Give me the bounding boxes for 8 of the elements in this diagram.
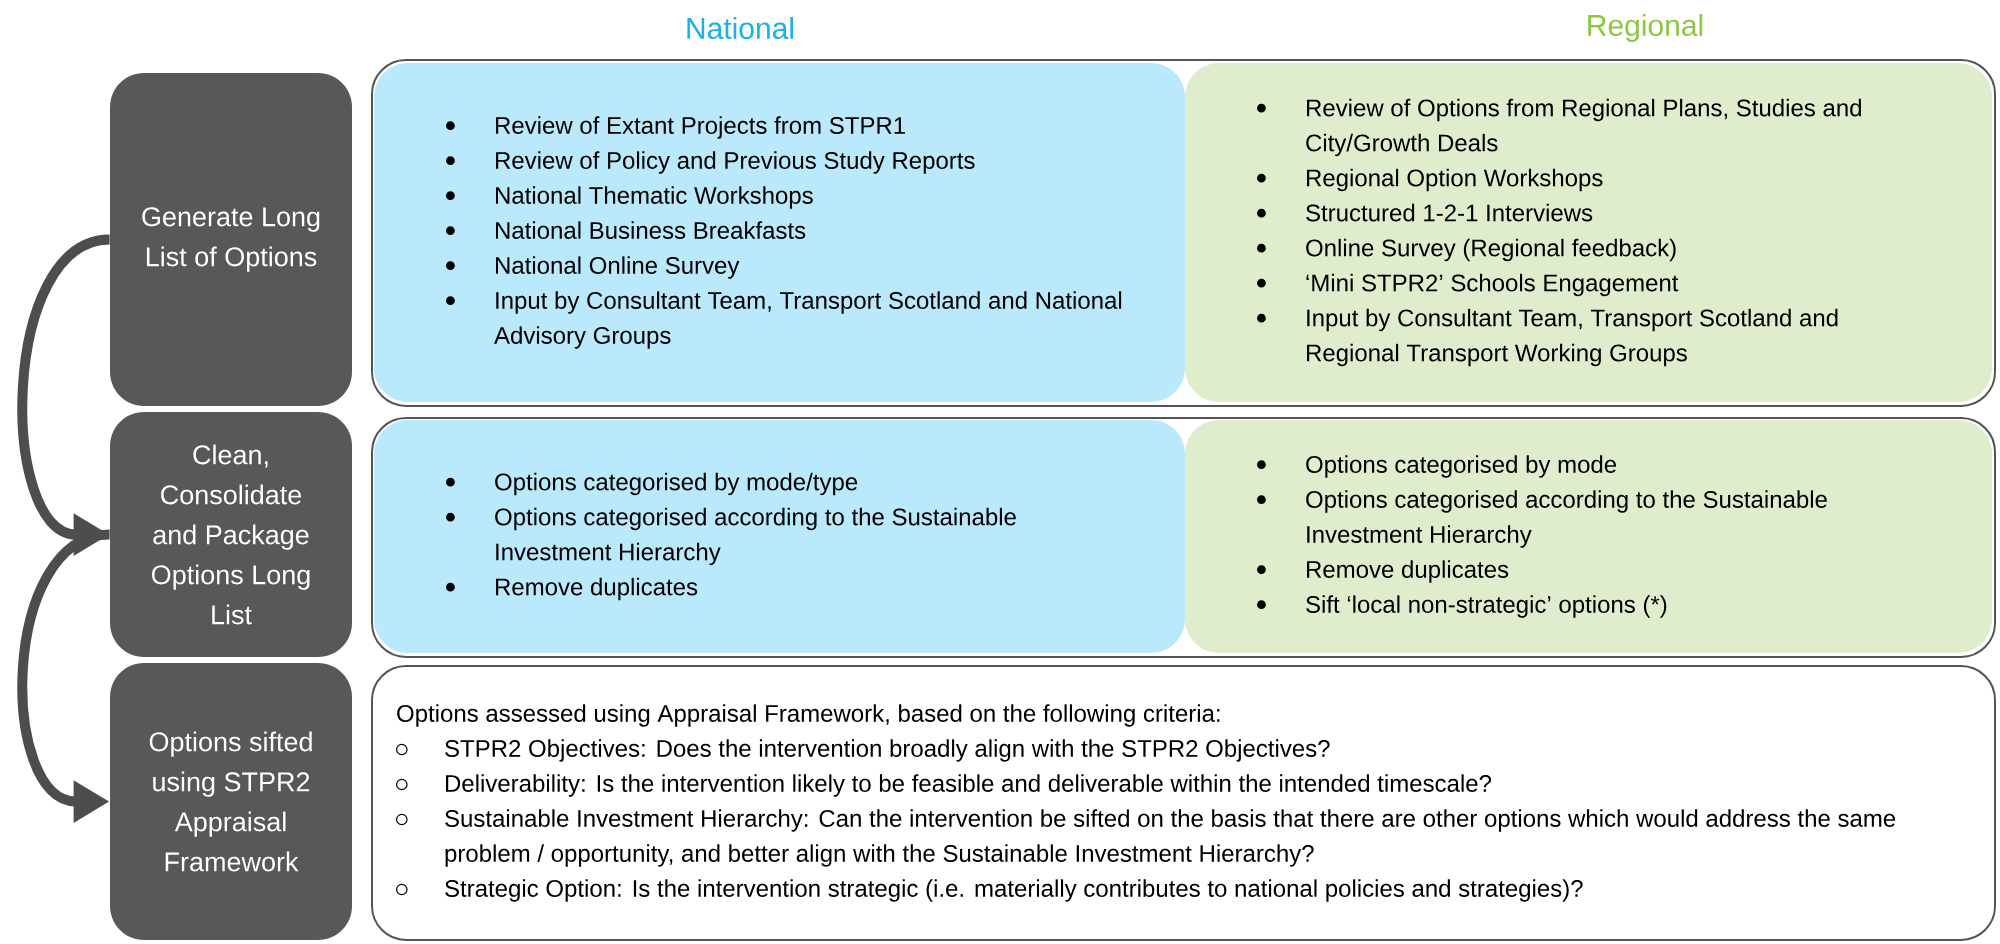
- national-panel: Review of Extant Projects from STPR1 Review of Policy and Previous Study Reports National Thematic Workshops National Business Breakfasts National Online Survey Input by Consultant Team, Transport Scotland and National Advisory Groups: [374, 63, 1185, 402]
- step-box: Options sifted using STPR2 Appraisal Framework: [110, 663, 352, 940]
- step-box: Generate Long List of Options: [110, 73, 352, 406]
- regional-panel: Review of Options from Regional Plans, Studies and City/Growth Deals Regional Option Workshops Structured 1-2-1 Interviews Online Survey (Regional feedback) ‘Mini STPR2’ Schools Engagement Input by Consultant Team, Transport Scotland and Regional Transport Working Groups: [1185, 63, 1993, 402]
- regional-panel: Options categorised by mode Options categorised according to the Sustainable Investment Hierarchy Remove duplicates Sift ‘local non-strategic’ options (*): [1185, 420, 1993, 653]
- criteria-panel: Options assessed using Appraisal Framework, based on the following criteria: STPR2 Objectives: Does the intervention broadly align with the STPR2 Objectives? Deliverability: Is the intervention likely to be feasible and deliverable within the intended timescale? Sustainable Investment Hierarchy: Can the intervention be sifted on the basis that there are other options which would address the same problem / opportunity, and better align with the Sustainable Investment Hierarchy? Strategic Option: Is the intervention strategic (i.e. materially contributes to national policies and strategies)?: [371, 665, 1996, 941]
- national-panel: Options categorised by mode/type Options categorised according to the Sustainable Investment Hierarchy Remove duplicates: [374, 420, 1185, 653]
- step-box: Clean, Consolidate and Package Options Long List: [110, 412, 352, 657]
